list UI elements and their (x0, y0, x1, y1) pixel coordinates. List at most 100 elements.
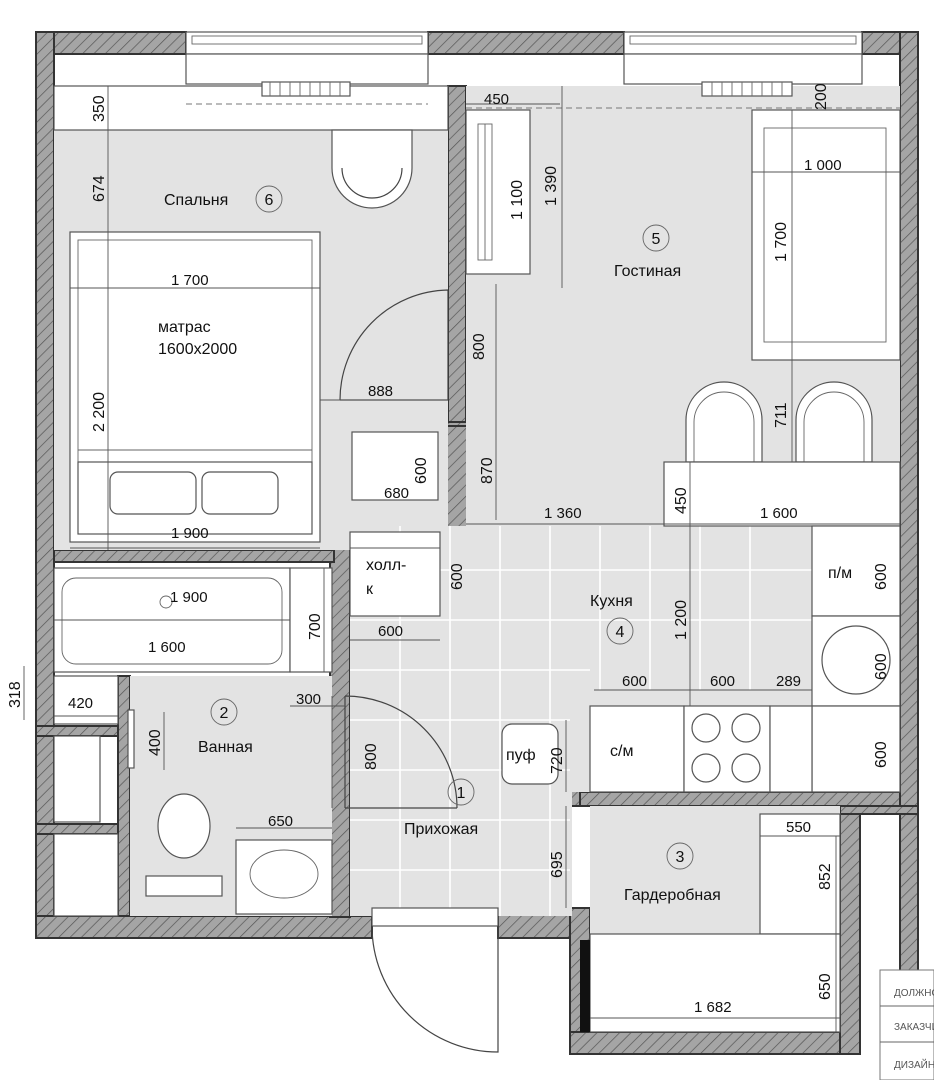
radiator-icon (261, 81, 351, 97)
cabinet (53, 833, 119, 917)
room-number: 5 (652, 231, 661, 248)
towel-rail (127, 709, 135, 769)
dim: 1 390 (543, 166, 560, 206)
dishwasher-label: п/м (828, 565, 852, 582)
dim: 711 (773, 402, 790, 428)
windows (53, 31, 863, 131)
dim: 450 (673, 487, 690, 514)
dim: 550 (786, 819, 811, 836)
dim: 600 (413, 457, 430, 484)
dim: 450 (484, 91, 509, 108)
room-name: Кухня (590, 593, 633, 610)
mattress-size-label: 1600х2000 (158, 341, 237, 358)
dim: 1 200 (673, 600, 690, 640)
dim: 674 (91, 175, 108, 202)
dim: 800 (471, 333, 488, 360)
room-label-kitchen: Кухня 4 (590, 593, 634, 645)
room-number: 2 (220, 705, 229, 722)
dim: 420 (68, 695, 93, 712)
dim: 1 360 (544, 505, 582, 522)
room-name: Гостиная (614, 263, 681, 280)
title-block-cell: ДИЗАЙНЕ (894, 1058, 934, 1071)
dining-table (663, 461, 901, 527)
dim: 800 (363, 743, 380, 770)
radiator-icon (701, 81, 793, 97)
dim: 600 (378, 623, 403, 640)
washer-label: с/м (610, 743, 633, 760)
pouf (501, 723, 559, 785)
dim: 600 (710, 673, 735, 690)
room-number: 1 (457, 785, 466, 802)
room-label-bathroom: 2 Ванная (198, 698, 253, 756)
wardrobe-shelf (759, 813, 841, 935)
title-block-cell: ДОЛЖНО (894, 988, 934, 999)
dimension-values: 1 700 1 900 888 680 450 1 000 1 360 1 60… (68, 91, 842, 1016)
wardrobe-door (580, 940, 590, 1032)
dim: 600 (449, 563, 466, 590)
room-name: Спальня (164, 192, 228, 209)
dim: 600 (873, 653, 890, 680)
cooktop-icon (691, 713, 761, 783)
dim: 695 (549, 851, 566, 878)
title-block: ДОЛЖНО ЗАКАЗЧИ ДИЗАЙНЕ (879, 969, 934, 1080)
hall-cabinet (349, 531, 441, 617)
tv-stand (465, 109, 531, 275)
dim: 888 (368, 383, 393, 400)
dim: 300 (296, 691, 321, 708)
room-number: 4 (616, 624, 625, 641)
dim: 600 (873, 563, 890, 590)
room-name: Гардеробная (624, 887, 721, 904)
chair-icon (795, 381, 873, 463)
dim: 650 (268, 813, 293, 830)
chair-icon (685, 381, 763, 463)
dim: 1 000 (804, 157, 842, 174)
room-label-wardrobe: 3 Гардеробная (624, 842, 721, 904)
room-name: Прихожая (404, 821, 478, 838)
room-label-bedroom: Спальня 6 (164, 185, 283, 213)
dim: 1 100 (509, 180, 526, 220)
dim: 600 (622, 673, 647, 690)
dim: 1 700 (773, 222, 790, 262)
dimension-values-vertical: 350 674 2 200 800 870 600 1 100 1 390 20… (7, 83, 890, 1000)
wardrobe-rail (589, 933, 841, 1033)
room-number: 3 (676, 849, 685, 866)
dim: 720 (549, 747, 566, 774)
dim: 200 (813, 83, 830, 110)
bathroom-door (344, 695, 458, 809)
dim: 1 900 (170, 589, 208, 606)
room-label-hallway: 1 Прихожая (404, 778, 478, 838)
room-name: Ванная (198, 739, 253, 756)
dim: 400 (147, 729, 164, 756)
dim: 1 600 (148, 639, 186, 656)
dimension-lines (23, 86, 900, 1032)
dim: 1 700 (171, 272, 209, 289)
armchair-icon (331, 129, 413, 209)
sink-icon (821, 625, 891, 695)
dim: 1 600 (760, 505, 798, 522)
dim: 650 (817, 973, 834, 1000)
dim: 289 (776, 673, 801, 690)
closet (351, 431, 439, 501)
toilet-icon (145, 793, 223, 897)
dim: 870 (479, 457, 496, 484)
dim: 318 (7, 681, 24, 708)
title-block-cell: ЗАКАЗЧИ (894, 1022, 934, 1033)
double-bed (69, 231, 321, 543)
room-number: 6 (265, 192, 274, 209)
cabinet (53, 735, 101, 823)
dim: 600 (873, 741, 890, 768)
room-label-living: 5 Гостиная (614, 224, 681, 280)
kitchen-tiles (350, 526, 812, 916)
washbasin (235, 839, 333, 915)
dim: 2 200 (91, 392, 108, 432)
dim: 680 (384, 485, 409, 502)
dim: 700 (307, 613, 324, 640)
entrance-door (371, 907, 499, 1053)
hall-label: к (366, 581, 374, 598)
hall-label: холл- (366, 557, 406, 574)
dim: 852 (817, 863, 834, 890)
pouf-label: пуф (506, 747, 536, 764)
dim: 350 (91, 95, 108, 122)
dim: 1 900 (171, 525, 209, 542)
